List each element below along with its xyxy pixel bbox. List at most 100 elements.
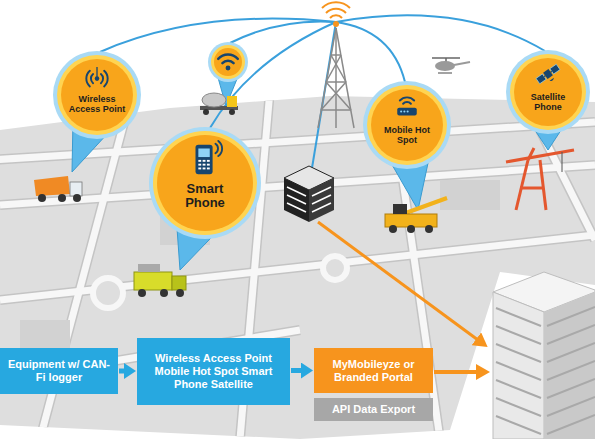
portal-to-server-arrow [434, 370, 478, 374]
flatbed-truck [172, 276, 186, 290]
office-building [309, 178, 334, 222]
wifi-pin [218, 55, 238, 71]
city-map [440, 180, 500, 210]
pin-rim [367, 85, 447, 165]
box-label: Equipment w/ CAN-Fi logger [6, 358, 112, 384]
data-center-building [496, 308, 541, 326]
pin-callout: Smart Phone [149, 127, 261, 239]
portal-to-server-arrow [434, 372, 478, 373]
highlighted-route [318, 222, 478, 340]
dump-truck [73, 194, 81, 202]
radio-tower [336, 28, 354, 128]
flatbed-truck [138, 264, 160, 272]
radio-tower [335, 28, 337, 128]
data-center-building [547, 379, 595, 398]
radio-tower [326, 82, 351, 110]
port-crane [506, 150, 574, 162]
flatbed-truck [138, 289, 146, 297]
office-building [312, 203, 331, 212]
office-building [287, 203, 306, 212]
data-center-building [547, 415, 595, 434]
city-map [0, 96, 595, 439]
data-center-building [547, 397, 595, 416]
flow-arrow [291, 368, 303, 373]
data-center-building [547, 307, 595, 326]
pin-tails [72, 74, 571, 270]
port-crane [540, 160, 546, 210]
dump-truck [34, 176, 82, 202]
mobile-crane [385, 198, 447, 233]
data-center-building [496, 380, 541, 398]
port-crane [562, 152, 563, 172]
pin-halo [363, 81, 451, 169]
office-building [284, 166, 334, 222]
radio-tower [331, 54, 341, 56]
office-building [284, 178, 309, 222]
highlighted-route [318, 222, 478, 340]
flow-box: Equipment w/ CAN-Fi logger [0, 348, 118, 394]
dump-truck [34, 176, 70, 196]
box-label: Wireless Access Point Mobile Hot Spot Sm… [143, 352, 284, 391]
mobile-crane [389, 225, 397, 233]
mobile-crane [403, 198, 447, 214]
box-label: MyMobileyze or Branded Portal [320, 358, 427, 384]
pin-label: Satellite Phone [520, 92, 576, 112]
data-center-building [547, 361, 595, 380]
data-center-building [493, 272, 595, 439]
office-building [287, 187, 306, 196]
radio-tower [318, 28, 336, 128]
data-center-building [496, 416, 541, 434]
port-crane [528, 148, 534, 160]
cement-mixer [229, 109, 235, 115]
radio-tower [321, 82, 346, 110]
city-map [0, 90, 595, 439]
flow-box: MyMobileyze or Branded Portal [314, 348, 433, 393]
pin-halo [53, 51, 141, 139]
radio-tower [326, 81, 346, 83]
data-center-building [496, 398, 541, 416]
radio-tower [322, 2, 350, 8]
office-building [312, 187, 331, 196]
pin-halo [149, 127, 261, 239]
city-map [0, 90, 595, 439]
office-building [287, 187, 331, 212]
pin-face [61, 59, 133, 131]
data-center-building [496, 307, 595, 434]
wifi-pin [208, 42, 248, 82]
flatbed-truck [176, 289, 184, 297]
helicopter [454, 62, 470, 65]
wifi-pin [208, 42, 248, 82]
city-map [323, 256, 347, 280]
data-center-building [547, 325, 595, 344]
radio-tower [330, 15, 342, 18]
radio-tower [326, 55, 341, 82]
pin-label: Mobile Hot Spot [378, 125, 436, 145]
helicopter [432, 58, 470, 73]
pin-text-wrap: Smart Phone [166, 182, 244, 210]
cement-mixer [227, 96, 237, 107]
wifi-pin [211, 45, 245, 79]
box-label: API Data Export [332, 403, 415, 416]
city-map [20, 320, 70, 350]
cement-mixer [203, 109, 209, 115]
office-building [312, 195, 331, 204]
mobile-crane [393, 204, 407, 214]
pin-rim [153, 131, 257, 235]
pin-label: Wireless Access Point [68, 94, 126, 114]
pin-callout: Wireless Access Point [53, 51, 141, 139]
radio-links [336, 22, 405, 82]
data-center-building [544, 292, 595, 439]
dump-truck [58, 194, 66, 202]
flatbed-truck [134, 272, 172, 290]
pin-face [514, 58, 582, 126]
flow-box: API Data Export [314, 398, 433, 421]
data-center-building [493, 292, 544, 439]
radio-tower [326, 9, 346, 13]
device-icon [536, 64, 563, 88]
cement-mixer [202, 93, 226, 107]
city-map [93, 278, 123, 308]
pin-callout: Satellite Phone [506, 50, 590, 134]
flow-box: Wireless Access Point Mobile Hot Spot Sm… [137, 338, 290, 405]
pin-face [371, 89, 443, 161]
